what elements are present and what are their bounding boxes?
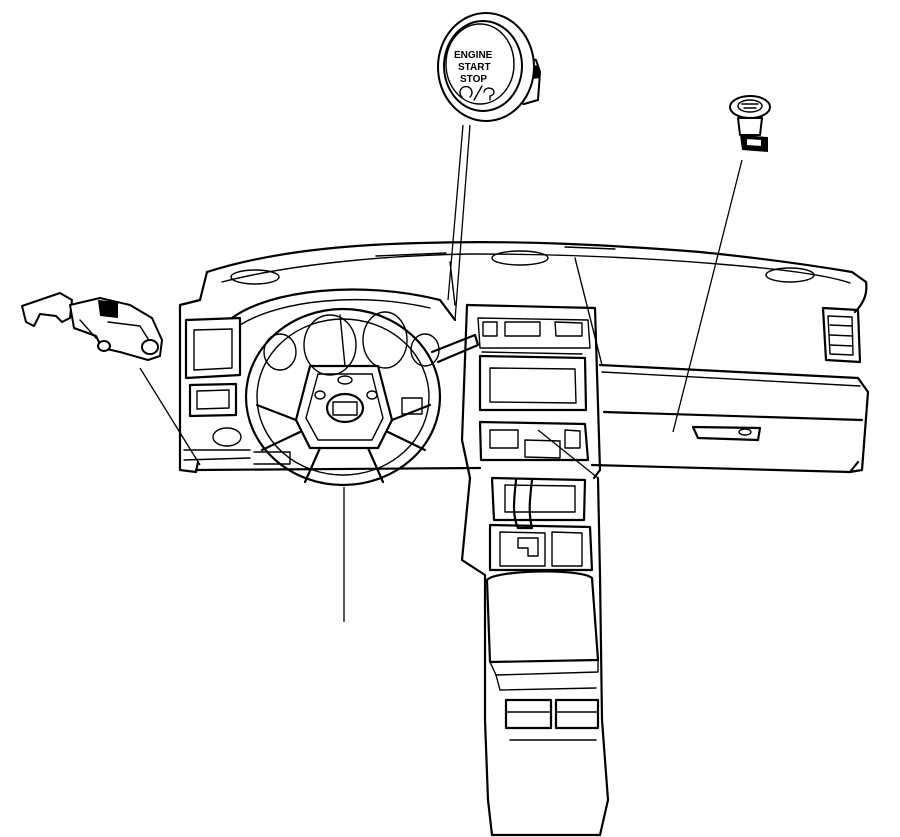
button-text-line1: ENGINE xyxy=(454,50,493,61)
button-text-line3: STOP xyxy=(460,74,487,85)
instrument-panel xyxy=(178,241,870,480)
button-text-line2: START xyxy=(458,62,491,73)
headlamp-switch-bracket xyxy=(21,292,163,361)
engine-start-stop-button: ENGINE START STOP xyxy=(437,12,541,122)
steering-wheel xyxy=(244,307,480,487)
power-symbol-icon xyxy=(459,85,495,101)
leader-line-bracket xyxy=(139,367,201,466)
leader-line-start-button-2 xyxy=(447,124,464,301)
passenger-airbag-switch xyxy=(729,95,771,152)
leader-line-airbag-switch xyxy=(672,159,743,433)
leader-lines xyxy=(139,124,743,622)
leader-line-start-button xyxy=(454,124,471,321)
leader-line-center-stack xyxy=(537,429,599,479)
center-console xyxy=(460,476,610,837)
